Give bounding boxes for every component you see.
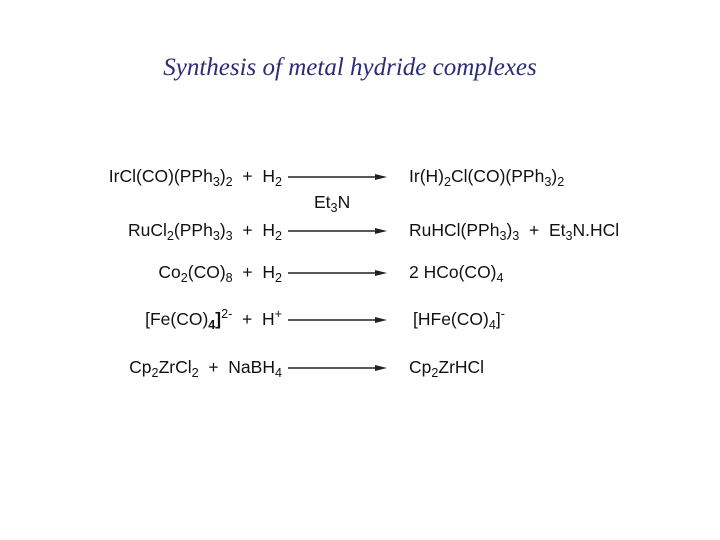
reaction-2-reactants: RuCl2(PPh3)3 + H2 bbox=[127, 220, 282, 244]
reaction-2-conditions: Et3N bbox=[314, 192, 351, 216]
reaction-1-reactants: IrCl(CO)(PPh3)2 + H2 bbox=[108, 166, 282, 190]
reaction-3-reactants: Co2(CO)8 + H2 bbox=[158, 262, 282, 286]
reaction-arrow bbox=[288, 228, 387, 234]
reaction-4-product: [HFe(CO)4]- bbox=[413, 307, 505, 333]
reaction-arrow bbox=[288, 270, 387, 276]
reaction-1: IrCl(CO)(PPh3)2 + H2 Ir(H)2Cl(CO)(PPh3)2 bbox=[0, 166, 720, 196]
reaction-2-products: RuHCl(PPh3)3 + Et3N.HCl bbox=[409, 220, 620, 244]
reaction-2: RuCl2(PPh3)3 + H2 Et3N RuHCl(PPh3)3 + Et… bbox=[0, 192, 720, 250]
reaction-1-product: Ir(H)2Cl(CO)(PPh3)2 bbox=[409, 166, 565, 190]
reaction-arrow bbox=[288, 174, 387, 180]
reaction-arrow bbox=[288, 365, 387, 371]
slide-title: Synthesis of metal hydride complexes bbox=[163, 54, 537, 81]
reaction-5: Cp2ZrCl2 + NaBH4 Cp2ZrHCl bbox=[0, 357, 720, 387]
reaction-4: [Fe(CO)4]2- + H+ [HFe(CO)4]- bbox=[0, 307, 720, 339]
reaction-arrow bbox=[288, 317, 387, 323]
reaction-3: Co2(CO)8 + H2 2 HCo(CO)4 bbox=[0, 262, 720, 292]
reaction-5-product: Cp2ZrHCl bbox=[409, 357, 485, 381]
reaction-4-reactants: [Fe(CO)4]2- + H+ bbox=[145, 307, 282, 333]
reaction-5-reactants: Cp2ZrCl2 + NaBH4 bbox=[129, 357, 282, 381]
reaction-3-product: 2 HCo(CO)4 bbox=[409, 262, 504, 286]
